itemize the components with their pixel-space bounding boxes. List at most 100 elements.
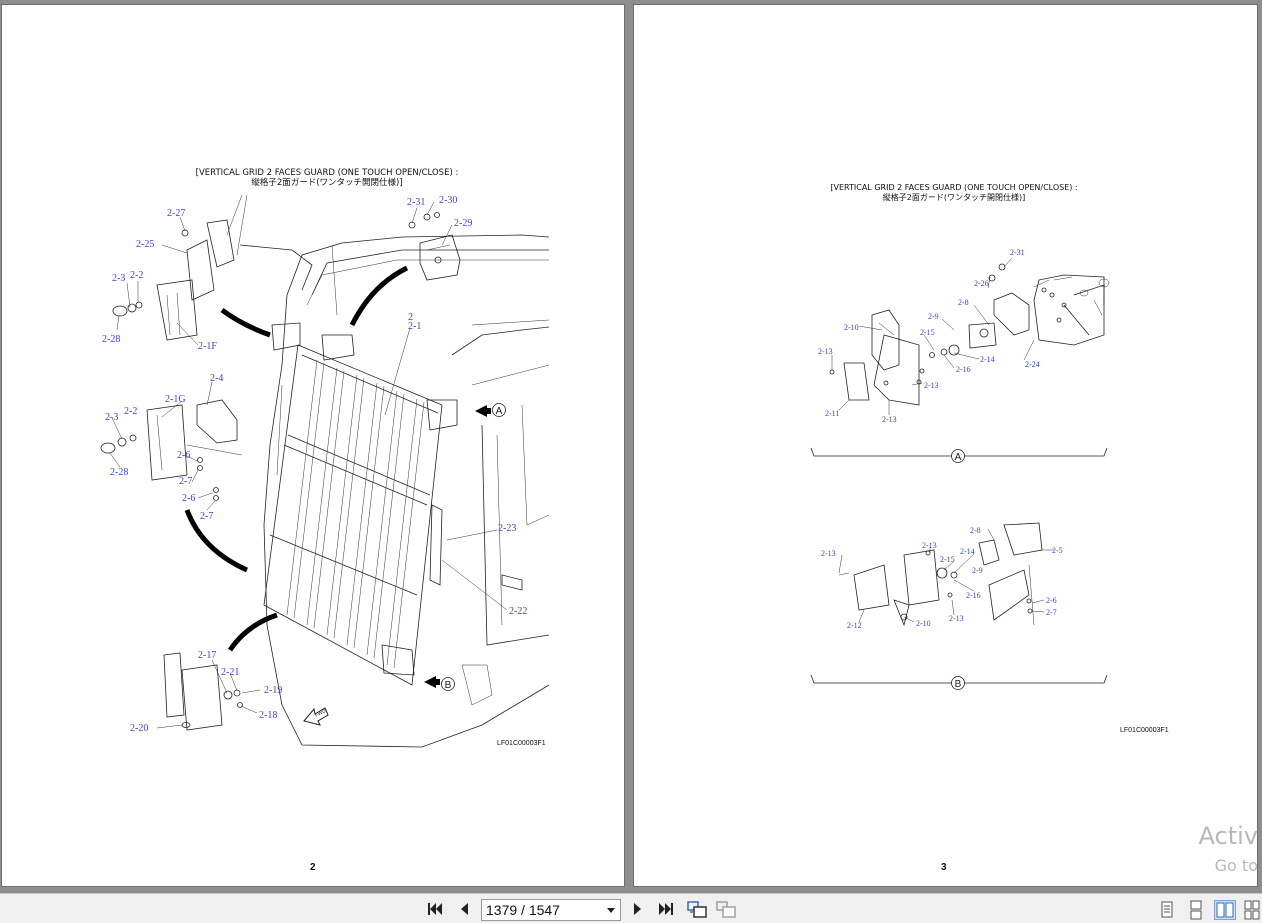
callout-2-25: 2-25 xyxy=(136,239,154,250)
continuous-page-icon xyxy=(1190,900,1202,920)
section-b-bracket xyxy=(810,674,1108,684)
two-page-icon xyxy=(1216,902,1234,918)
page-title-left: [VERTICAL GRID 2 FACES GUARD (ONE TOUCH … xyxy=(182,168,472,188)
callout-2-30: 2-30 xyxy=(439,195,457,206)
arrow-b-icon xyxy=(424,676,436,688)
callout-b-2-8: 2-8 xyxy=(970,526,981,535)
callout-2-1f: 2-1F xyxy=(198,341,217,352)
activation-watermark-line2: Go to xyxy=(1214,856,1258,875)
fwd-arrow-icon: FWD xyxy=(303,707,329,726)
next-view-icon xyxy=(716,901,736,918)
leader-lines-right xyxy=(831,257,1054,623)
callout-b-2-10: 2-10 xyxy=(916,619,931,628)
figure-code-right: LF01C00003F1 xyxy=(1120,727,1169,734)
callout-2-13b: 2-13 xyxy=(924,381,939,390)
callout-2-23: 2-23 xyxy=(498,523,516,534)
callout-2-4: 2-4 xyxy=(210,373,223,384)
callout-2-17: 2-17 xyxy=(198,650,216,661)
callout-b-2-14: 2-14 xyxy=(960,547,975,556)
next-page-button[interactable] xyxy=(627,899,649,919)
marker-a-circle xyxy=(492,403,506,417)
two-page-continuous-icon xyxy=(1244,900,1260,920)
single-page-icon xyxy=(1161,901,1173,918)
callout-2-6: 2-6 xyxy=(177,450,190,461)
section-a-bracket xyxy=(810,447,1108,457)
next-page-icon xyxy=(634,903,641,915)
callout-2-7: 2-7 xyxy=(179,476,192,487)
callout-2-1: 2-1 xyxy=(408,321,421,332)
page-title-line2: 縦格子2面ガード(ワンタッチ開閉仕様)] xyxy=(251,178,403,188)
marker-b-label: B xyxy=(445,680,452,691)
leader-lines-left xyxy=(109,201,508,729)
previous-page-icon xyxy=(461,903,468,915)
callout-2-20: 2-20 xyxy=(130,723,148,734)
exploded-parts-diagram-right: A B xyxy=(810,248,1110,690)
activation-watermark-line1: Activ xyxy=(1198,822,1258,850)
callout-2-28: 2-28 xyxy=(102,334,120,345)
document-page-right: [VERTICAL GRID 2 FACES GUARD (ONE TOUCH … xyxy=(633,4,1258,887)
two-page-view-button[interactable] xyxy=(1214,900,1236,920)
callout-b-2-5: 2-5 xyxy=(1052,546,1063,555)
page-number-select[interactable]: 1379 / 1547 xyxy=(481,899,621,921)
callout-b-2-13c: 2-13 xyxy=(949,614,964,623)
callout-2-1g: 2-1G xyxy=(165,394,186,405)
callout-2-22: 2-22 xyxy=(509,606,527,617)
callout-b-2-13: 2-13 xyxy=(821,549,836,558)
callout-2: 2 xyxy=(408,312,413,323)
previous-page-button[interactable] xyxy=(453,899,475,919)
page-indicator-text: 1379 / 1547 xyxy=(486,902,560,918)
callout-2-27: 2-27 xyxy=(167,208,185,219)
latch-detail-bottom-left xyxy=(163,612,278,731)
single-page-view-button[interactable] xyxy=(1156,900,1178,920)
continuous-view-button[interactable] xyxy=(1185,900,1207,920)
section-a-circle xyxy=(951,449,965,463)
latch-detail-mid-left xyxy=(100,399,249,573)
chevron-down-icon xyxy=(607,908,615,913)
callout-2-29: 2-29 xyxy=(454,218,472,229)
callout-2-13c: 2-13 xyxy=(882,415,897,424)
section-b-label: B xyxy=(955,679,962,690)
exploded-parts-diagram-left: A B FWD xyxy=(100,194,550,748)
go-forward-view-button[interactable] xyxy=(715,899,737,919)
callout-2-11: 2-11 xyxy=(825,409,839,418)
hinge-detail-top xyxy=(349,212,461,327)
callout-labels-right: 2-31 2-26 2-8 2-9 2-10 2-15 2-14 2-16 2-… xyxy=(818,248,1063,630)
callout-2-28b: 2-28 xyxy=(110,467,128,478)
document-page-left: [VERTICAL GRID 2 FACES GUARD (ONE TOUCH … xyxy=(1,4,625,887)
navigation-toolbar: 1379 / 1547 xyxy=(0,893,1262,923)
callout-2-15: 2-15 xyxy=(920,328,935,337)
callout-b-2-15: 2-15 xyxy=(940,555,955,564)
callout-2-2b: 2-2 xyxy=(124,406,137,417)
first-page-icon xyxy=(428,903,442,915)
callout-2-10: 2-10 xyxy=(844,323,859,332)
callout-b-2-12: 2-12 xyxy=(847,621,862,630)
callout-2-6b: 2-6 xyxy=(182,493,195,504)
callout-2-13: 2-13 xyxy=(818,347,833,356)
figure-code-left: LF01C00003F1 xyxy=(497,740,546,747)
callout-2-19: 2-19 xyxy=(264,685,282,696)
two-page-continuous-view-button[interactable] xyxy=(1243,900,1261,920)
callout-2-21: 2-21 xyxy=(221,667,239,678)
marker-b-circle xyxy=(441,677,455,691)
callout-2-18: 2-18 xyxy=(259,710,277,721)
page-title-line1: [VERTICAL GRID 2 FACES GUARD (ONE TOUCH … xyxy=(830,183,1078,192)
section-a-parts xyxy=(829,263,1110,406)
callout-2-16: 2-16 xyxy=(956,365,971,374)
last-page-button[interactable] xyxy=(655,899,677,919)
callout-2-3: 2-3 xyxy=(112,273,125,284)
callout-2-14: 2-14 xyxy=(980,355,995,364)
page-number-left: 2 xyxy=(310,862,316,873)
callout-b-2-13b: 2-13 xyxy=(922,541,937,550)
first-page-button[interactable] xyxy=(424,899,446,919)
fwd-label: FWD xyxy=(314,708,327,719)
callout-2-31: 2-31 xyxy=(1010,248,1025,257)
callout-2-31: 2-31 xyxy=(407,197,425,208)
callout-2-26: 2-26 xyxy=(974,279,989,288)
callout-2-9: 2-9 xyxy=(928,312,939,321)
go-back-view-button[interactable] xyxy=(686,899,708,919)
marker-a-label: A xyxy=(496,406,503,417)
page-title-line2: 縦格子2面ガード(ワンタッチ開閉仕様)] xyxy=(882,193,1026,202)
callout-2-24: 2-24 xyxy=(1025,360,1040,369)
section-b-circle xyxy=(951,676,965,690)
